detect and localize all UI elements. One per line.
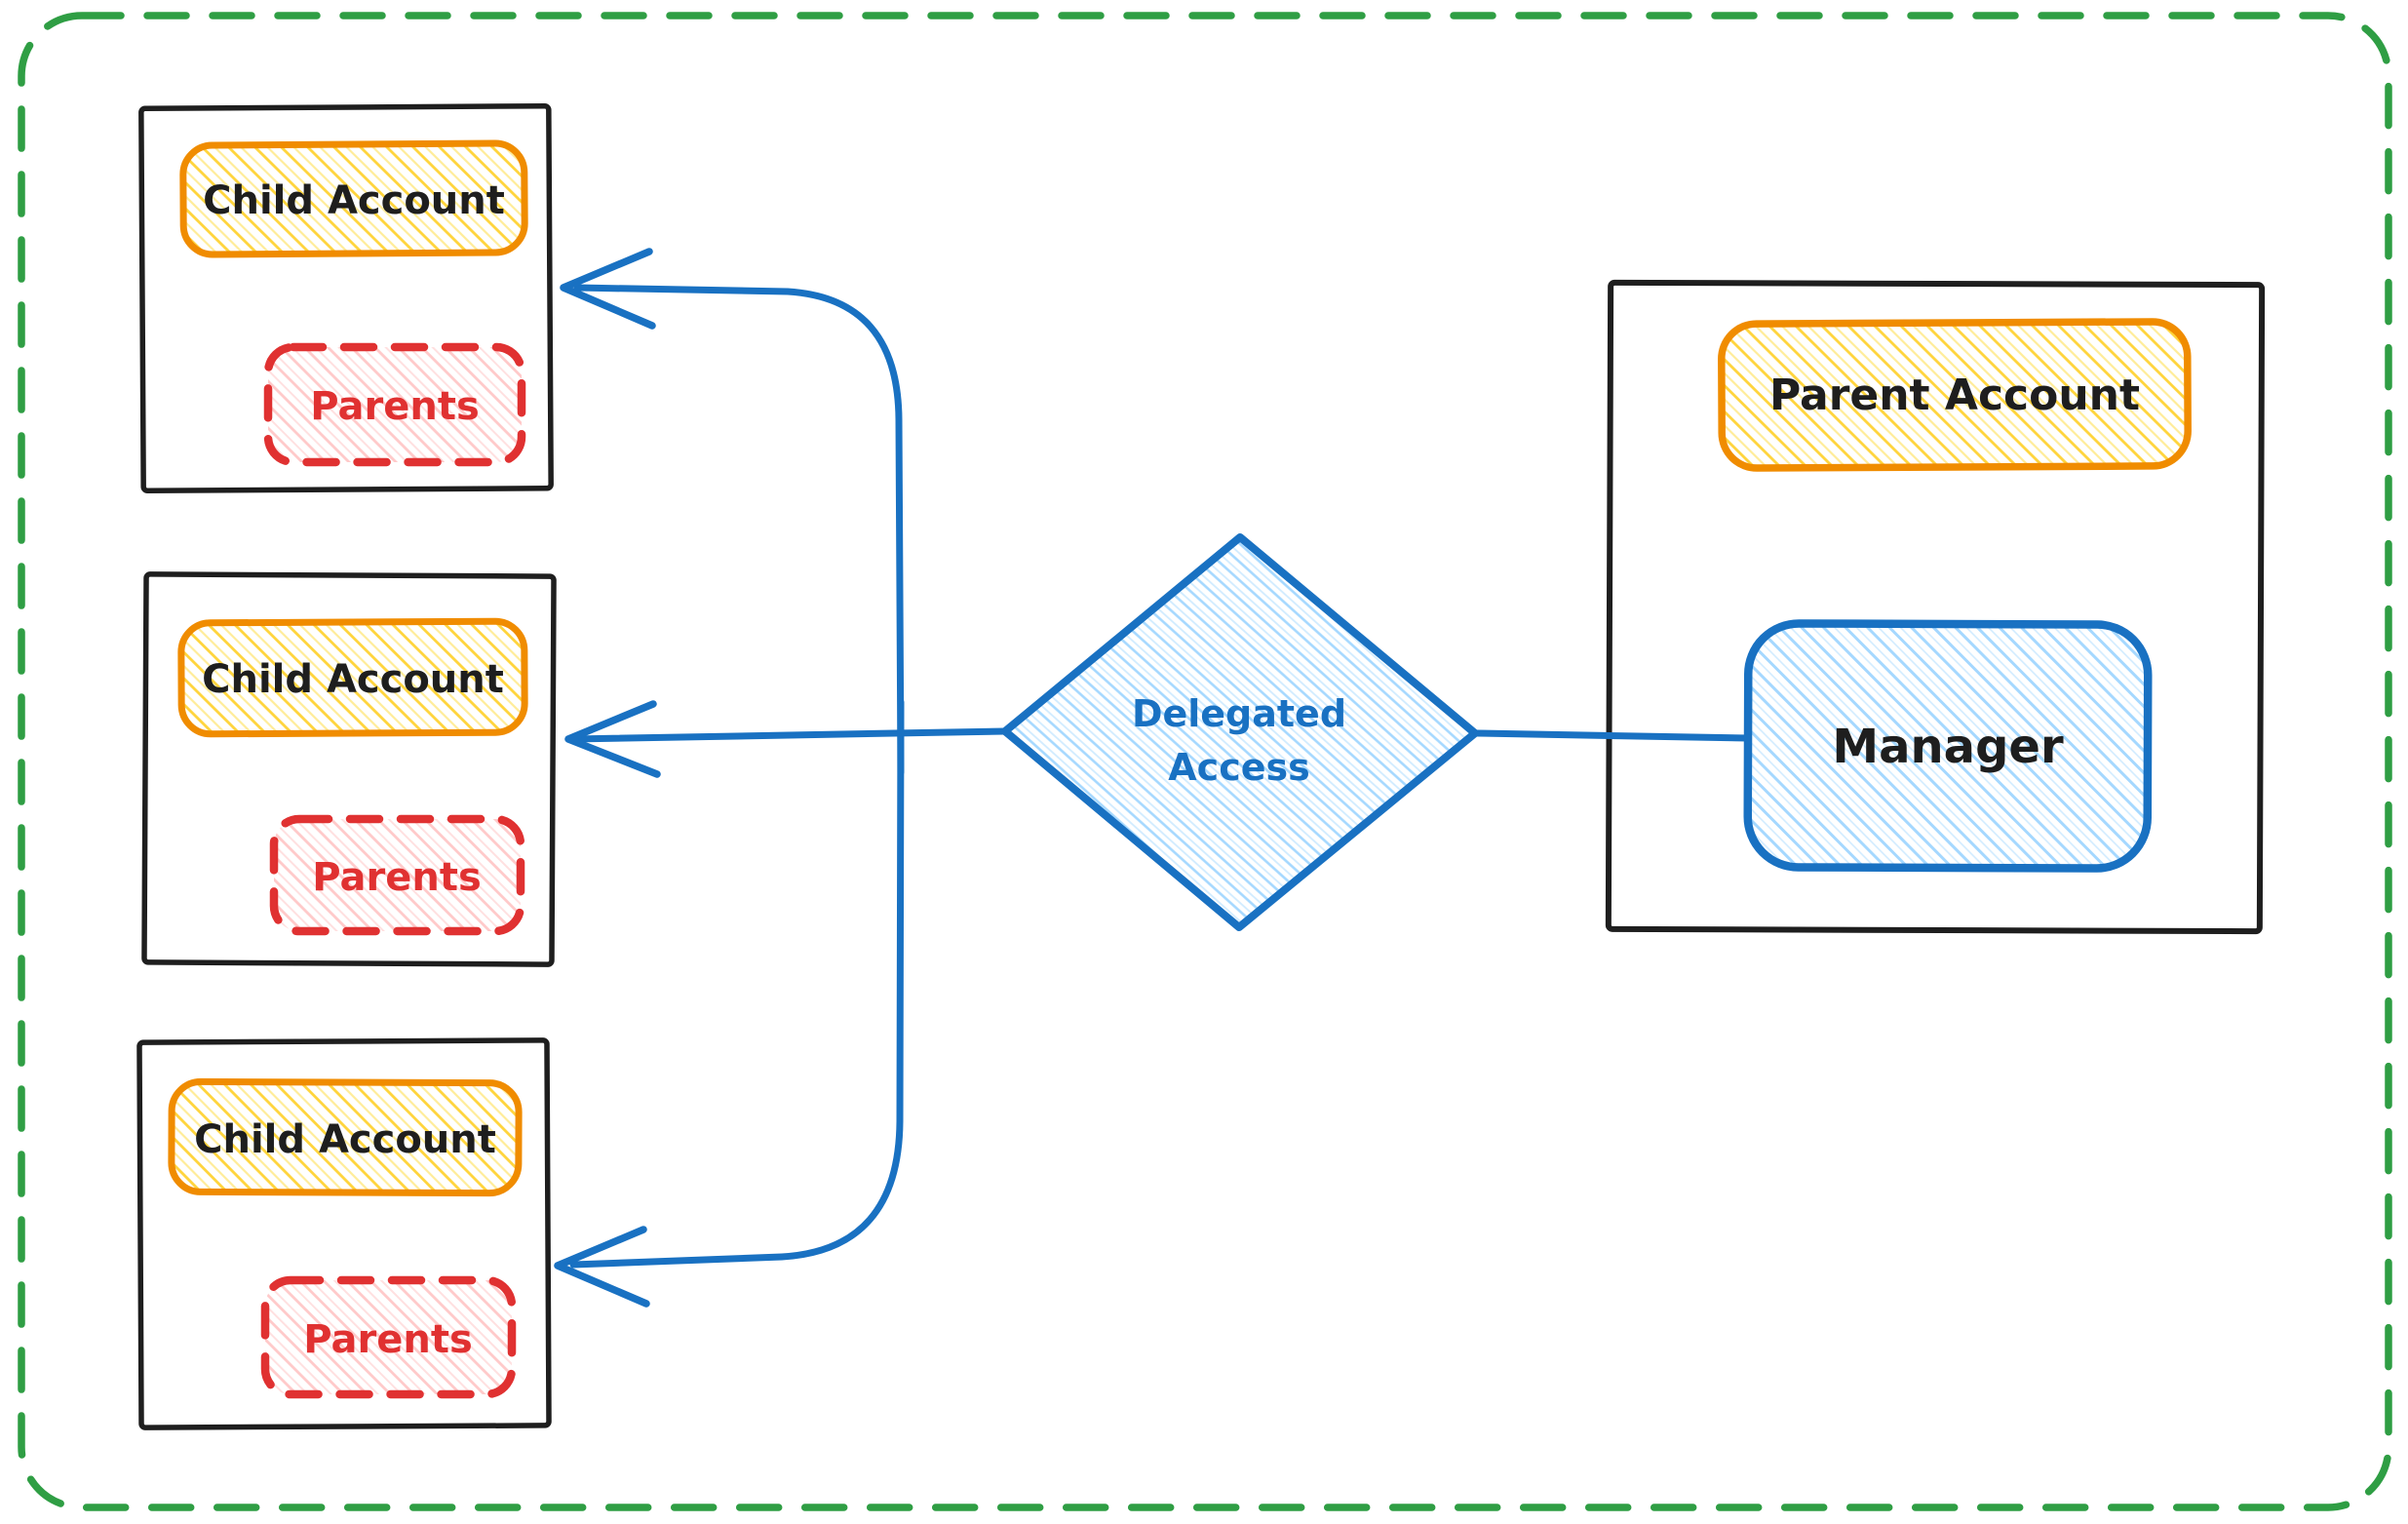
child-account-2-label: Child Account [202, 657, 504, 702]
arrowhead-child2 [564, 700, 661, 778]
manager-box [1743, 619, 2153, 873]
child-account-1-parents-label: Parents [310, 384, 480, 429]
delegated-access-label-line2: Access [1168, 746, 1309, 789]
child-account-3-parents-box [260, 1275, 517, 1399]
connectors [554, 248, 1752, 1308]
parent-account-box: Parent Account Manager [1605, 279, 2266, 935]
arrowhead-child1 [560, 248, 656, 330]
edge-manager-to-diamond [1473, 729, 1752, 742]
child-account-3-parents-label: Parents [303, 1317, 473, 1362]
child-account-2-pill [177, 617, 528, 738]
edge-diamond-to-child1 [573, 284, 905, 776]
diamond-shape [1001, 533, 1479, 931]
child-account-2-parents-box [269, 814, 525, 936]
child-account-2-parents-label: Parents [312, 855, 482, 900]
child-account-3-label: Child Account [194, 1117, 496, 1162]
child-account-1-label: Child Account [203, 178, 505, 223]
parent-account-pill [1718, 318, 2192, 472]
delegated-access-label-line1: Delegated [1132, 692, 1346, 735]
child-account-box-3: Child Account Parents [136, 1037, 552, 1430]
edge-diamond-to-child3 [569, 698, 905, 1269]
edge-diamond-to-child2 [567, 727, 1009, 743]
child-account-3-pill [168, 1077, 523, 1197]
delegated-access-diamond: Delegated Access [1001, 533, 1479, 931]
child-account-1-pill [179, 139, 528, 258]
parent-account-label: Parent Account [1769, 371, 2140, 420]
child-account-box-1: Child Account Parents [138, 103, 554, 493]
child-account-box-2: Child Account Parents [141, 571, 557, 967]
manager-label: Manager [1832, 720, 2064, 774]
child-account-1-parents-box [263, 342, 526, 467]
arrowhead-child3 [554, 1226, 650, 1308]
canvas-dashed-border [18, 12, 2392, 1511]
